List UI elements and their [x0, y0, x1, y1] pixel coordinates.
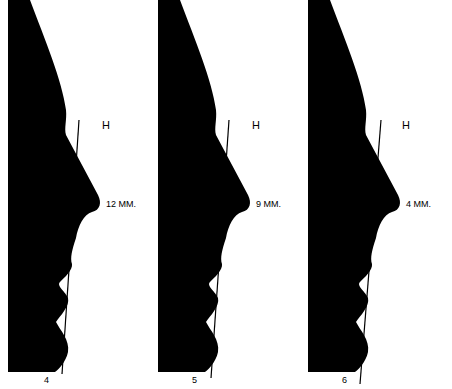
- figure-number: 6: [342, 376, 347, 385]
- h-line: [62, 120, 79, 374]
- profile-silhouette: [8, 0, 100, 372]
- h-line: [211, 120, 229, 378]
- dimension-label: 12 MM.: [106, 200, 136, 209]
- figure-number: 4: [44, 376, 49, 385]
- h-mark: H: [252, 120, 260, 131]
- h-mark: H: [102, 120, 110, 131]
- h-line: [360, 120, 381, 384]
- profile-silhouette: [158, 0, 250, 372]
- h-mark: H: [402, 120, 410, 131]
- dimension-label: 9 MM.: [256, 200, 281, 209]
- dimension-label: 4 MM.: [406, 200, 431, 209]
- profile-silhouette: [308, 0, 400, 372]
- figure-number: 5: [192, 376, 197, 385]
